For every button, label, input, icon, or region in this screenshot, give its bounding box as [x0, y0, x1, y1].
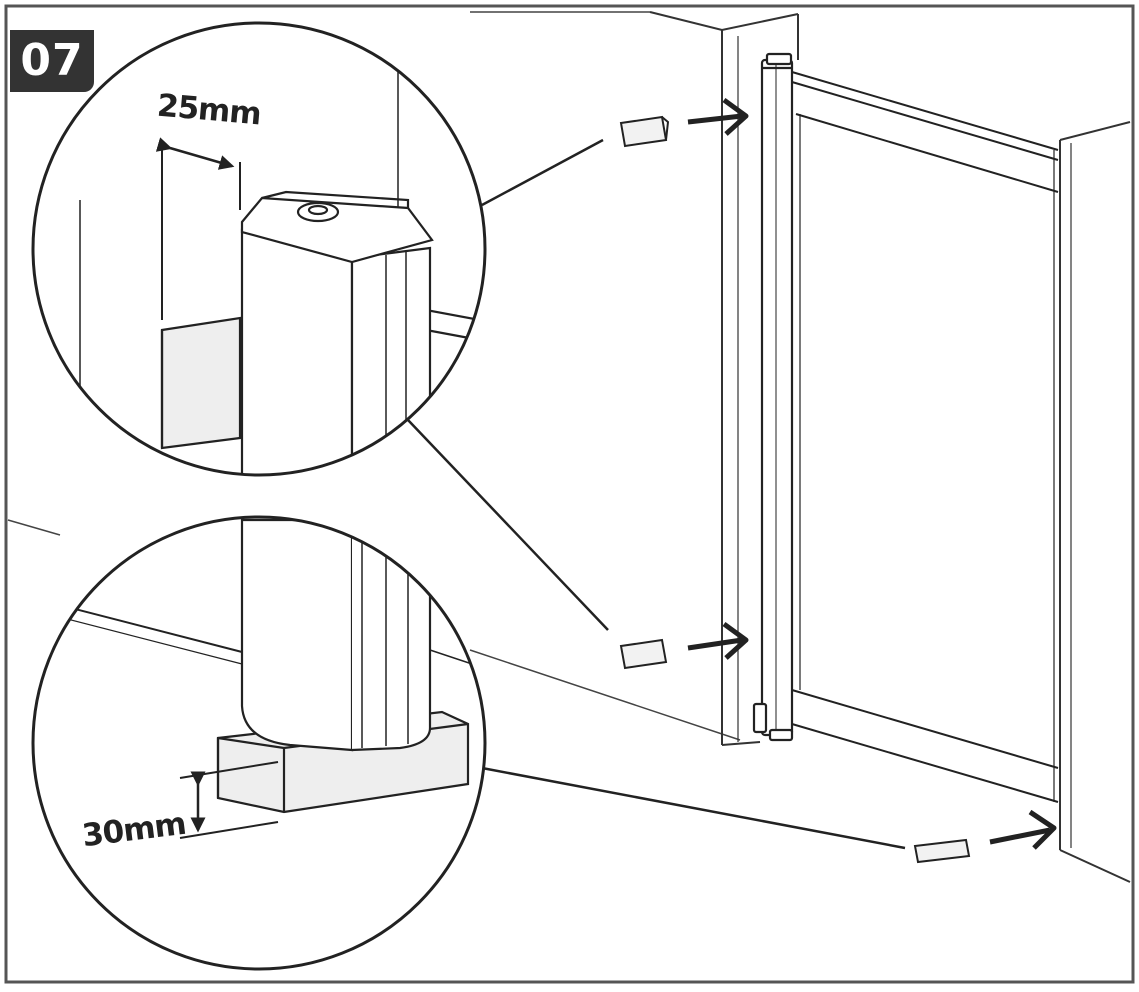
- ground-lines: [7, 11, 741, 741]
- top-detail-callout: [31, 21, 487, 477]
- right-pillar: [1059, 121, 1131, 883]
- panel-border: [4, 4, 1135, 984]
- gate-post: [752, 52, 794, 742]
- arrow-top: [687, 113, 743, 125]
- left-pillar: [649, 11, 799, 746]
- arrow-bottom-head: [1028, 809, 1057, 850]
- bottom-detail-callout: [31, 515, 487, 971]
- arrow-middle: [687, 637, 743, 651]
- gate-panel: [791, 71, 1059, 803]
- step-number-badge: 07: [10, 30, 94, 92]
- block-bottom: [913, 838, 971, 864]
- arrow-middle-head: [722, 621, 749, 660]
- block-middle: [619, 638, 668, 670]
- arrow-bottom: [989, 827, 1051, 845]
- callout-leaders: [407, 138, 906, 850]
- arrow-top-head: [722, 97, 749, 136]
- block-top: [619, 115, 670, 148]
